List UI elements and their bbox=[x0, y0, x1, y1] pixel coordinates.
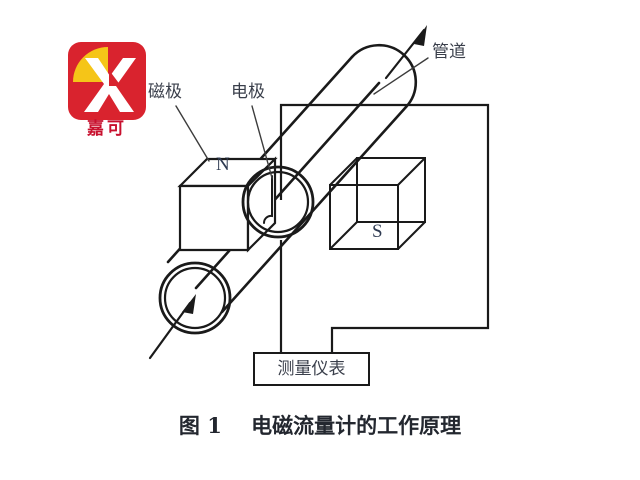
measuring-instrument-box: 测量仪表 bbox=[253, 352, 370, 386]
measuring-tube-cross-section bbox=[241, 165, 315, 239]
electrode bbox=[262, 175, 273, 224]
label-pipeline: 管道 bbox=[432, 42, 466, 62]
jiake-logo-icon bbox=[68, 42, 146, 120]
figure-caption: 图 1 电磁流量计的工作原理 bbox=[178, 413, 462, 438]
south-magnet-block bbox=[329, 157, 426, 250]
brand-name: 嘉可 bbox=[87, 119, 127, 139]
label-electrode: 电极 bbox=[231, 82, 265, 102]
brand-logo bbox=[68, 42, 146, 120]
leader-lines bbox=[175, 57, 429, 179]
signal-wiring bbox=[279, 103, 490, 352]
inlet-cross-section bbox=[158, 261, 232, 335]
measuring-instrument-label: 测量仪表 bbox=[277, 359, 346, 379]
outlet-cap bbox=[350, 43, 418, 109]
label-magnetic-pole: 磁极 bbox=[148, 82, 182, 102]
flow-direction-arrow bbox=[148, 294, 196, 360]
label-south-pole: S bbox=[372, 221, 383, 242]
label-north-pole: N bbox=[216, 154, 230, 175]
pipeline-direction-arrow bbox=[384, 25, 427, 80]
